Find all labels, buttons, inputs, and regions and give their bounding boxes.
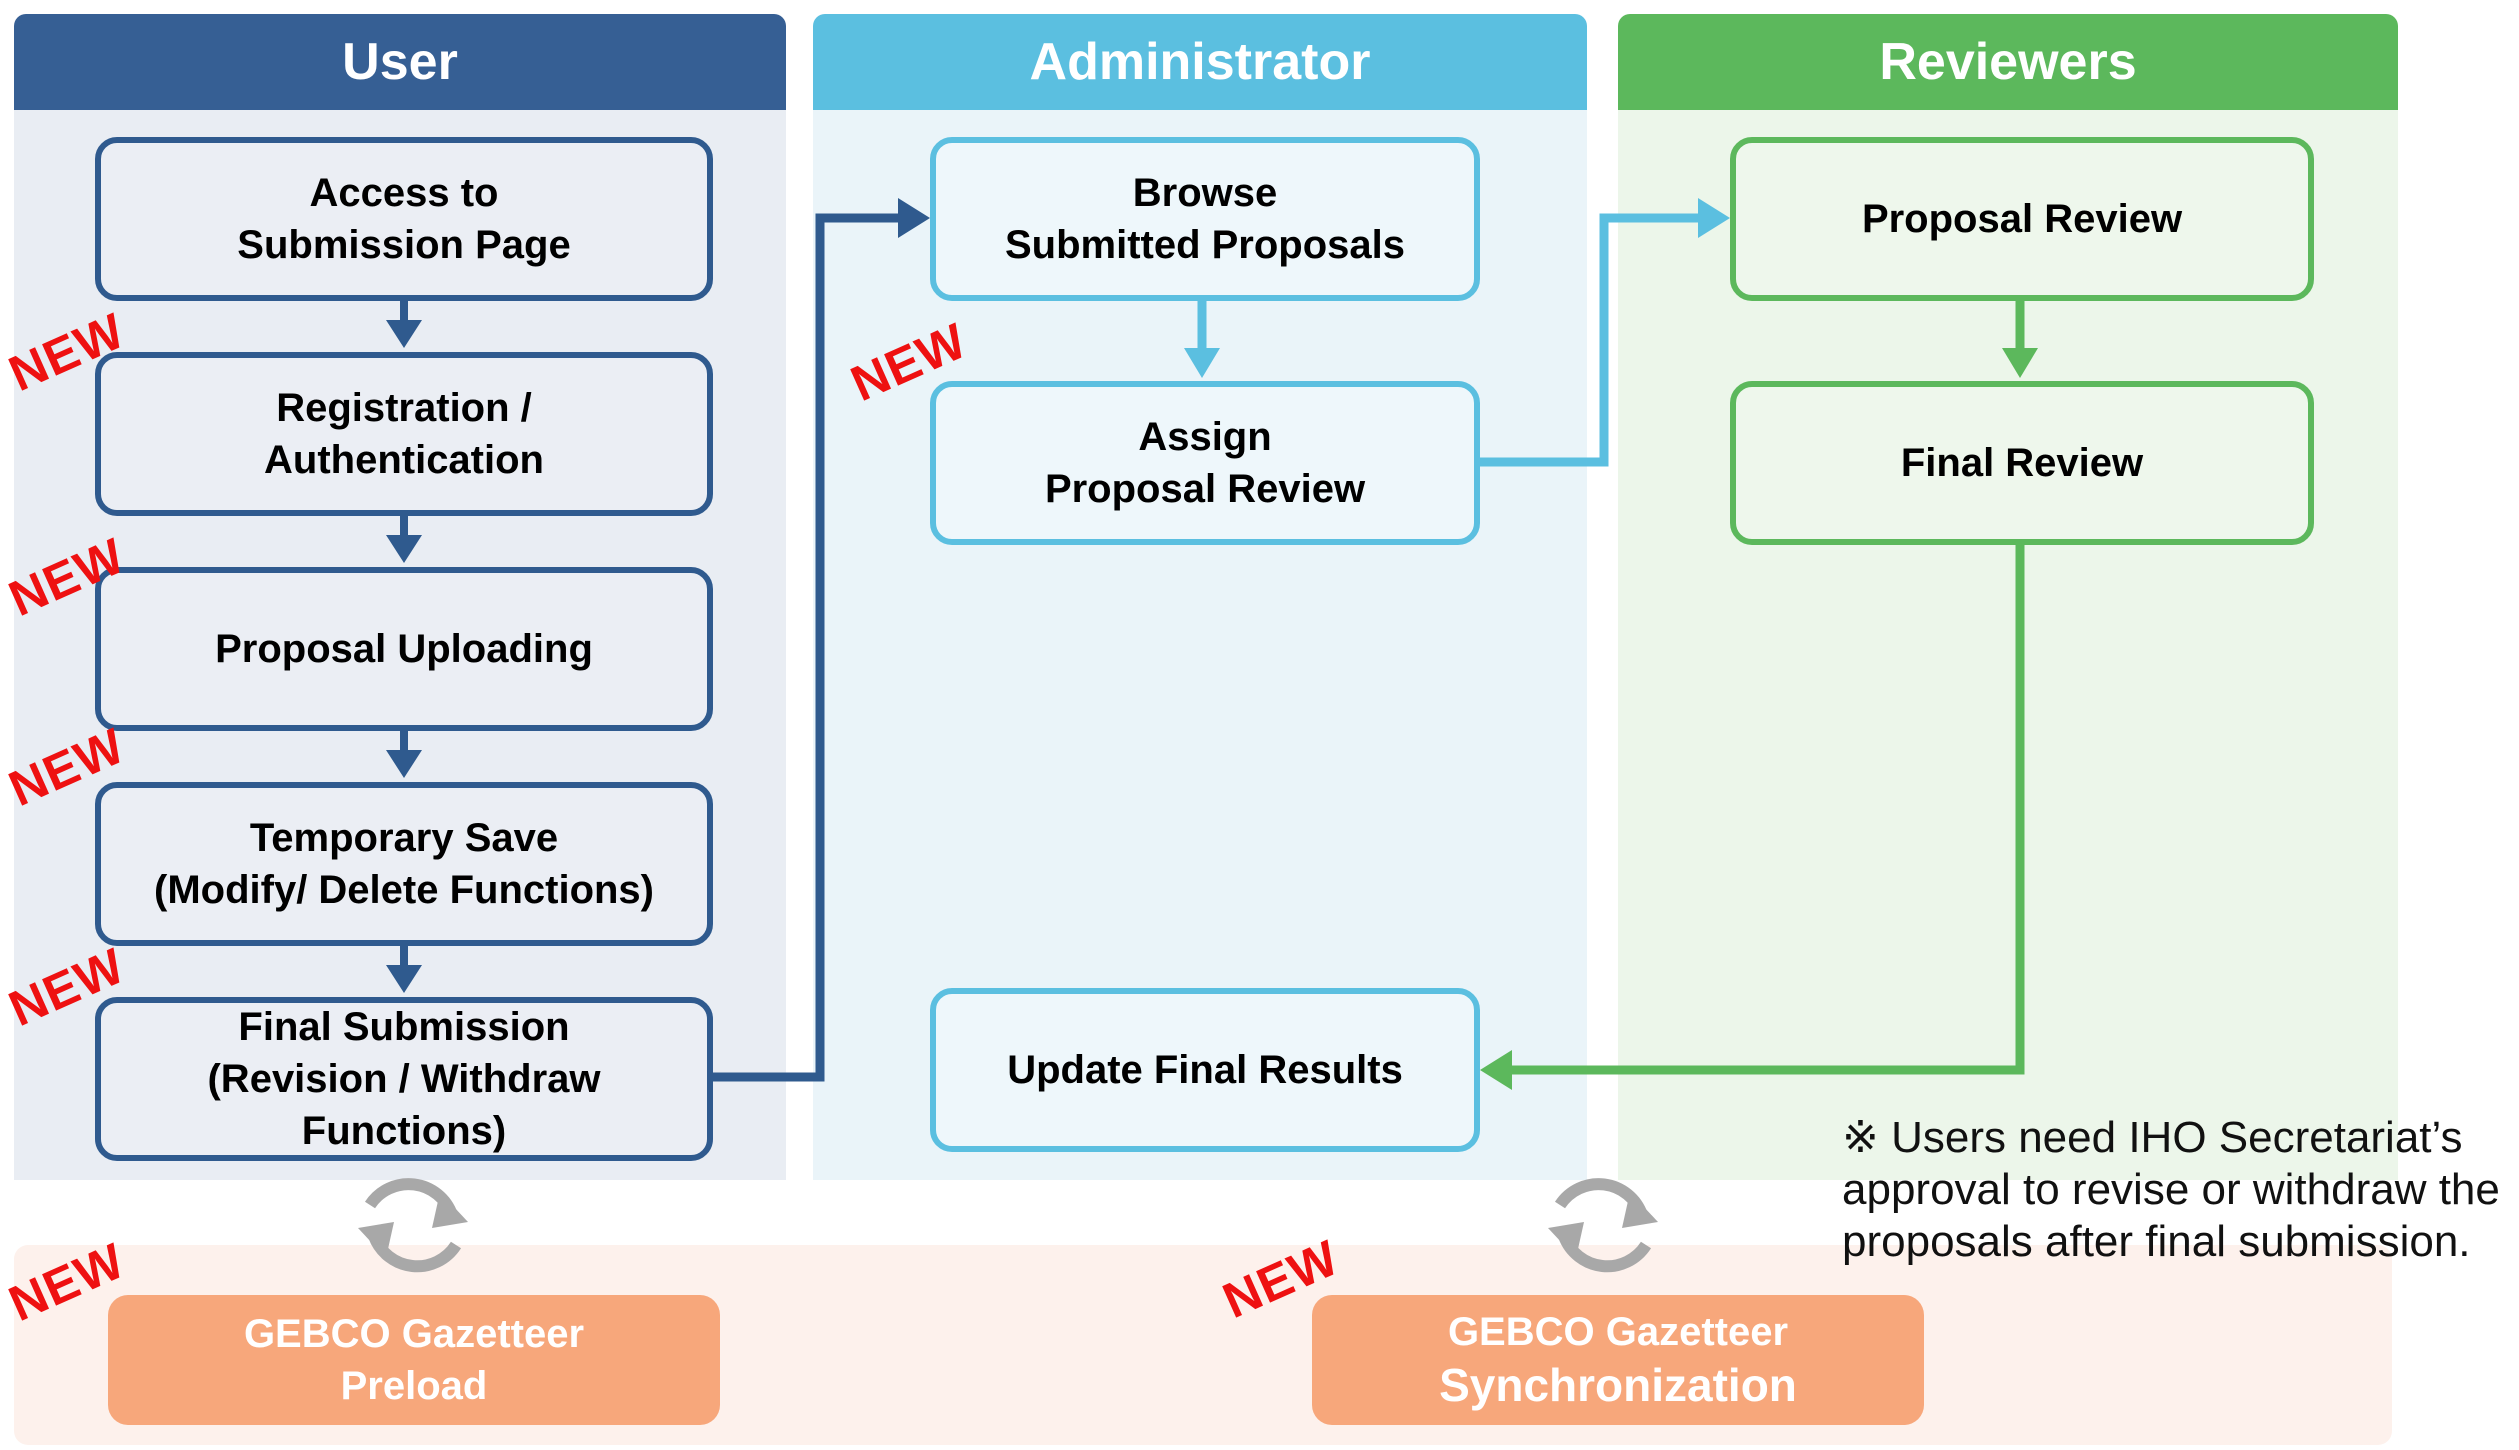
user-flow-arrows: [386, 301, 422, 993]
lane-header-reviewers: Reviewers: [1618, 14, 2398, 110]
sync-icon-user: [358, 1178, 468, 1273]
sync-line-2: Synchronization: [1439, 1359, 1797, 1411]
lane-header-user: User: [14, 14, 786, 110]
user-to-admin-arrow: [713, 198, 930, 1082]
gebco-gazetteer-synchronization: GEBCO Gazetteer Synchronization: [1312, 1295, 1924, 1425]
step-registration-authentication: Registration / Authentication: [95, 352, 713, 516]
step-update-final-results: Update Final Results: [930, 988, 1480, 1152]
admin-flow-arrow: [1184, 301, 1220, 378]
reviewers-to-admin-arrow: [1480, 545, 2025, 1090]
approval-note: ※ Users need IHO Secretariat’s approval …: [1842, 1113, 2500, 1266]
step-final-submission: Final Submission (Revision / Withdraw Fu…: [95, 997, 713, 1161]
step-access-submission-page: Access to Submission Page: [95, 137, 713, 301]
step-assign-proposal-review: Assign Proposal Review: [930, 381, 1480, 545]
step-temporary-save: Temporary Save (Modify/ Delete Functions…: [95, 782, 713, 946]
admin-to-reviewers-arrow: [1480, 198, 1730, 467]
sync-icon-administrator: [1548, 1178, 1658, 1273]
sync-line-1: GEBCO Gazetteer: [1447, 1310, 1789, 1354]
lane-header-administrator: Administrator: [813, 14, 1587, 110]
step-final-review: Final Review: [1730, 381, 2314, 545]
step-browse-submitted-proposals: Browse Submitted Proposals: [930, 137, 1480, 301]
step-proposal-uploading: Proposal Uploading: [95, 567, 713, 731]
reviewers-flow-arrow: [2002, 301, 2038, 378]
gebco-gazetteer-preload: GEBCO Gazetteer Preload: [108, 1295, 720, 1425]
step-proposal-review: Proposal Review: [1730, 137, 2314, 301]
